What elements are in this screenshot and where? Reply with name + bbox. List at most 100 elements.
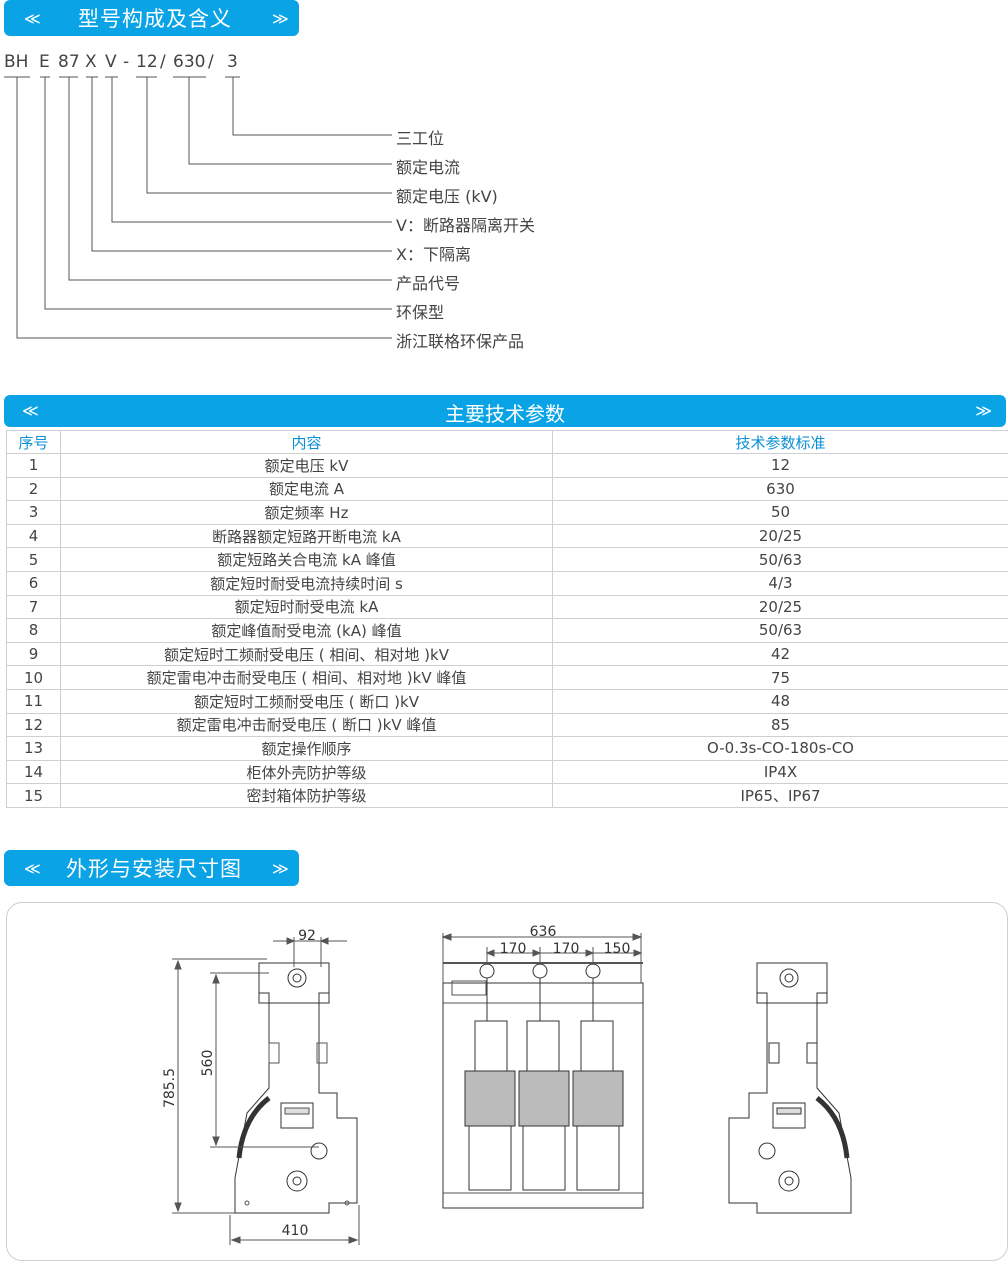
cell: 额定电流 A [60, 476, 553, 502]
cell: 75 [552, 665, 1008, 690]
cell: 8 [6, 618, 61, 643]
cell: 10 [6, 665, 61, 690]
front-view-drawing [441, 933, 644, 1209]
cell: 额定短时耐受电流持续时间 s [60, 570, 553, 596]
code-part: V [105, 52, 117, 72]
dim-label: 92 [298, 928, 316, 944]
code-meaning: V：断路器隔离开关 [396, 216, 535, 235]
dim-label: 170 [553, 941, 580, 957]
code-part: / [208, 52, 214, 72]
dim-label: 150 [604, 941, 631, 957]
cell: 12 [552, 453, 1008, 478]
cell: 9 [6, 641, 61, 667]
cell: 1 [6, 453, 61, 478]
dim-label: 785.5 [162, 1068, 178, 1108]
cell: 额定频率 Hz [60, 500, 553, 525]
cell: 3 [6, 500, 61, 525]
cell: 断路器额定短路开断电流 kA [60, 523, 553, 549]
dim-label: 410 [282, 1223, 309, 1239]
cell: 630 [552, 476, 1008, 502]
cell: 额定电压 kV [60, 453, 553, 478]
code-part: 3 [227, 52, 238, 72]
code-part: 87 [58, 52, 80, 72]
cell: 13 [6, 736, 61, 761]
chevron-right-icon: ≫ [272, 858, 289, 878]
cell: 4 [6, 523, 61, 549]
chevron-right-icon: ≫ [975, 401, 992, 420]
section-header-model: ≪ 型号构成及含义 ≫ [4, 0, 299, 36]
code-part: X [85, 52, 97, 72]
section-title: 外形与安装尺寸图 [66, 857, 242, 881]
column-header: 内容 [60, 430, 553, 454]
cell: 4/3 [552, 570, 1008, 596]
code-meaning: 额定电流 [396, 158, 461, 177]
code-part: 12 [136, 52, 158, 72]
cell: 额定雷电冲击耐受电压 ( 相间、相对地 )kV 峰值 [60, 665, 553, 690]
dimension-drawings: 92 785.5 560 410 [162, 924, 852, 1245]
cell: O-0.3s-CO-180s-CO [552, 736, 1008, 761]
cell: 50 [552, 500, 1008, 525]
code-meaning: 三工位 [396, 129, 445, 148]
cell: 20/25 [552, 523, 1008, 549]
cell: IP4X [552, 759, 1008, 785]
code-meaning: 产品代号 [396, 274, 461, 293]
section-title: 型号构成及含义 [78, 7, 232, 31]
cell: 85 [552, 712, 1008, 738]
cell: 密封箱体防护等级 [60, 783, 553, 808]
chevron-left-icon: ≪ [24, 8, 41, 28]
code-meaning: 浙江联格环保产品 [396, 332, 525, 351]
chevron-left-icon: ≪ [24, 858, 41, 878]
cell: 50/63 [552, 547, 1008, 572]
cell: 额定操作顺序 [60, 736, 553, 761]
rear-view-drawing [728, 962, 852, 1214]
cell: 11 [6, 688, 61, 714]
cell: 额定峰值耐受电流 (kA) 峰值 [60, 618, 553, 643]
code-meaning: 额定电压 (kV) [396, 187, 498, 206]
code-part: 630 [173, 52, 206, 72]
section-title: 主要技术参数 [445, 402, 565, 426]
section-header-dimensions: ≪ 外形与安装尺寸图 ≫ [4, 850, 299, 886]
code-part: E [39, 52, 50, 72]
code-part: / [160, 52, 166, 72]
dim-label: 636 [530, 924, 557, 940]
cell: 14 [6, 759, 61, 785]
cell: 7 [6, 594, 61, 620]
cell: 15 [6, 783, 61, 808]
chevron-left-icon: ≪ [22, 401, 39, 420]
cell: 额定短时工频耐受电压 ( 相间、相对地 )kV [60, 641, 553, 667]
dim-label: 170 [500, 941, 527, 957]
chevron-right-icon: ≫ [272, 8, 289, 28]
code-part: BH [4, 52, 29, 72]
cell: 6 [6, 570, 61, 596]
column-header: 技术参数标准 [552, 430, 1008, 454]
cell: 50/63 [552, 618, 1008, 643]
code-meaning: 环保型 [396, 303, 445, 322]
dim-label: 560 [200, 1050, 216, 1077]
cell: 42 [552, 641, 1008, 667]
cell: 20/25 [552, 594, 1008, 620]
code-part: - [123, 52, 130, 72]
table-header-row: 序号 内容 技术参数标准 [6, 430, 1008, 454]
cell: 额定短路关合电流 kA 峰值 [60, 547, 553, 572]
section-header-params: ≪ 主要技术参数 ≫ [4, 395, 1006, 427]
cell: 12 [6, 712, 61, 738]
cell: 额定短时工频耐受电压 ( 断口 )kV [60, 688, 553, 714]
model-code-leader-lines [4, 76, 392, 339]
cell: 5 [6, 547, 61, 572]
